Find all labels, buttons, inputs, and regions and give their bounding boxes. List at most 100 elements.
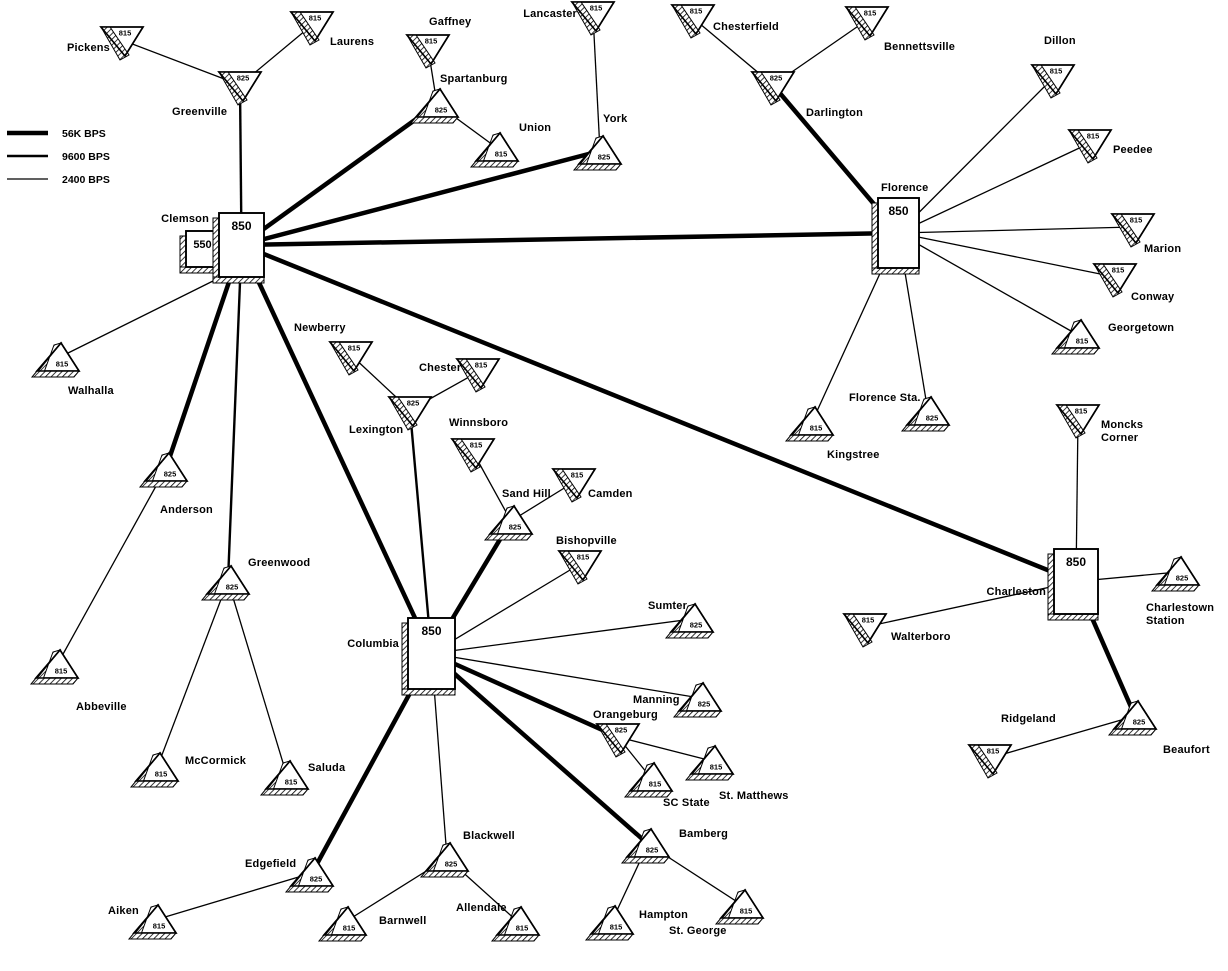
node-scstate-terminal-815: 815 (623, 761, 674, 798)
triangle-outline (677, 681, 723, 712)
legend-item-9600: 9600 BPS (7, 151, 110, 163)
label-ridgeland: Ridgeland (1001, 713, 1056, 725)
label-lancaster: Lancaster (523, 8, 577, 20)
device-number: 825 (770, 74, 783, 83)
triangle-outline (205, 564, 251, 595)
label-line: Spartanburg (440, 73, 508, 85)
label-line: Charleston (987, 586, 1047, 598)
node-bennettsville-terminal-815: 815 (844, 6, 890, 41)
device-number: 815 (153, 922, 166, 931)
node-walhalla-terminal-815: 815 (30, 341, 81, 378)
label-line: Saluda (308, 762, 346, 774)
label-line: Sand Hill (502, 488, 551, 500)
hatch-shadow (490, 934, 541, 942)
triangle-outline (387, 396, 433, 428)
hatch-shadow (317, 934, 368, 942)
label-line: McCormick (185, 755, 247, 767)
link-edgefield-aiken-2400 (154, 872, 313, 921)
node-hampton-terminal-815: 815 (584, 904, 635, 941)
device-number: 815 (285, 778, 298, 787)
node-blackwell-terminal-825: 825 (419, 841, 470, 878)
label-line: Winnsboro (449, 417, 508, 429)
label-florence: Florence (881, 182, 928, 194)
link-beaufort-ridgeland-2400 (989, 715, 1136, 759)
hub-box (218, 212, 265, 278)
label-walhalla: Walhalla (68, 385, 114, 397)
node-stgeorge-terminal-815: 815 (714, 888, 765, 925)
hatch-shadow (672, 710, 723, 718)
hatch-shadow (30, 370, 81, 378)
device-number: 815 (740, 907, 753, 916)
node-aiken-terminal-815: 815 (127, 903, 178, 940)
device-number: 815 (571, 471, 584, 480)
label-spartanburg: Spartanburg (440, 73, 508, 85)
triangle-outline (99, 26, 145, 58)
device-number: 825 (690, 621, 703, 630)
label-gaffney: Gaffney (429, 16, 472, 28)
label-line: St. George (669, 925, 727, 937)
label-florencesta: Florence Sta. (849, 392, 921, 404)
label-line: St. Matthews (719, 790, 789, 802)
triangle-outline (844, 6, 890, 38)
label-line: Pickens (67, 42, 110, 54)
label-manning: Manning (633, 694, 680, 706)
label-line: Dillon (1044, 35, 1076, 47)
device-number: 825 (310, 875, 323, 884)
label-saluda: Saluda (308, 762, 346, 774)
device-number: 815 (495, 150, 508, 159)
node-greenwood-terminal-825: 825 (200, 564, 251, 601)
label-lexington: Lexington (349, 424, 403, 436)
hatch-shadow (409, 116, 460, 124)
node-camden-terminal-815: 815 (551, 468, 597, 503)
node-walterboro-terminal-815: 815 (842, 613, 888, 648)
label-line: Manning (633, 694, 680, 706)
triangle-outline (405, 34, 451, 66)
label-darlington: Darlington (806, 107, 863, 119)
node-charleston-hub-850: 850 (1047, 548, 1099, 621)
device-number: 850 (888, 204, 908, 218)
label-york: York (603, 113, 628, 125)
hatch-shadow (584, 933, 635, 941)
legend-item-2400: 2400 BPS (7, 174, 110, 186)
hatch-shadow (469, 160, 520, 168)
link-anderson-abbeville-2400 (56, 467, 167, 666)
label-line: Walhalla (68, 385, 114, 397)
label-marion: Marion (1144, 243, 1181, 255)
label-line: Lexington (349, 424, 403, 436)
device-number: 815 (348, 344, 361, 353)
label-line: Columbia (347, 638, 399, 650)
label-laurens: Laurens (330, 36, 374, 48)
label-hampton: Hampton (639, 909, 688, 921)
device-number: 815 (56, 360, 69, 369)
label-line: Gaffney (429, 16, 472, 28)
label-line: Clemson (161, 213, 209, 225)
hatch-shadow (419, 870, 470, 878)
node-winnsboro-terminal-815: 815 (450, 438, 496, 473)
device-number: 815 (1076, 337, 1089, 346)
link-clemson-columbia-56k (239, 244, 434, 655)
device-number: 825 (407, 399, 420, 408)
label-aiken: Aiken (108, 905, 139, 917)
label-line: Chester (419, 362, 462, 374)
node-columbia-hub-850: 850 (401, 617, 456, 696)
label-line: Sumter (648, 600, 688, 612)
label-line: Bishopville (556, 535, 617, 547)
node-gaffney-terminal-815: 815 (405, 34, 451, 69)
device-number: 550 (193, 239, 211, 251)
hatch-shadow (129, 780, 180, 788)
label-line: Walterboro (891, 631, 951, 643)
node-chester-terminal-815: 815 (455, 358, 501, 393)
node-manning-terminal-825: 825 (672, 681, 723, 718)
legend-label-2400: 2400 BPS (62, 174, 110, 186)
label-clemson: Clemson (161, 213, 209, 225)
label-line: Beaufort (1163, 744, 1210, 756)
hatch-shadow (620, 856, 671, 864)
triangle-outline (455, 358, 501, 390)
triangle-outline (34, 648, 80, 679)
node-allendale-terminal-815: 815 (490, 905, 541, 942)
device-number: 815 (425, 37, 438, 46)
triangle-outline (35, 341, 81, 372)
node-moncks-terminal-815: 815 (1055, 404, 1101, 439)
device-number: 825 (509, 523, 522, 532)
